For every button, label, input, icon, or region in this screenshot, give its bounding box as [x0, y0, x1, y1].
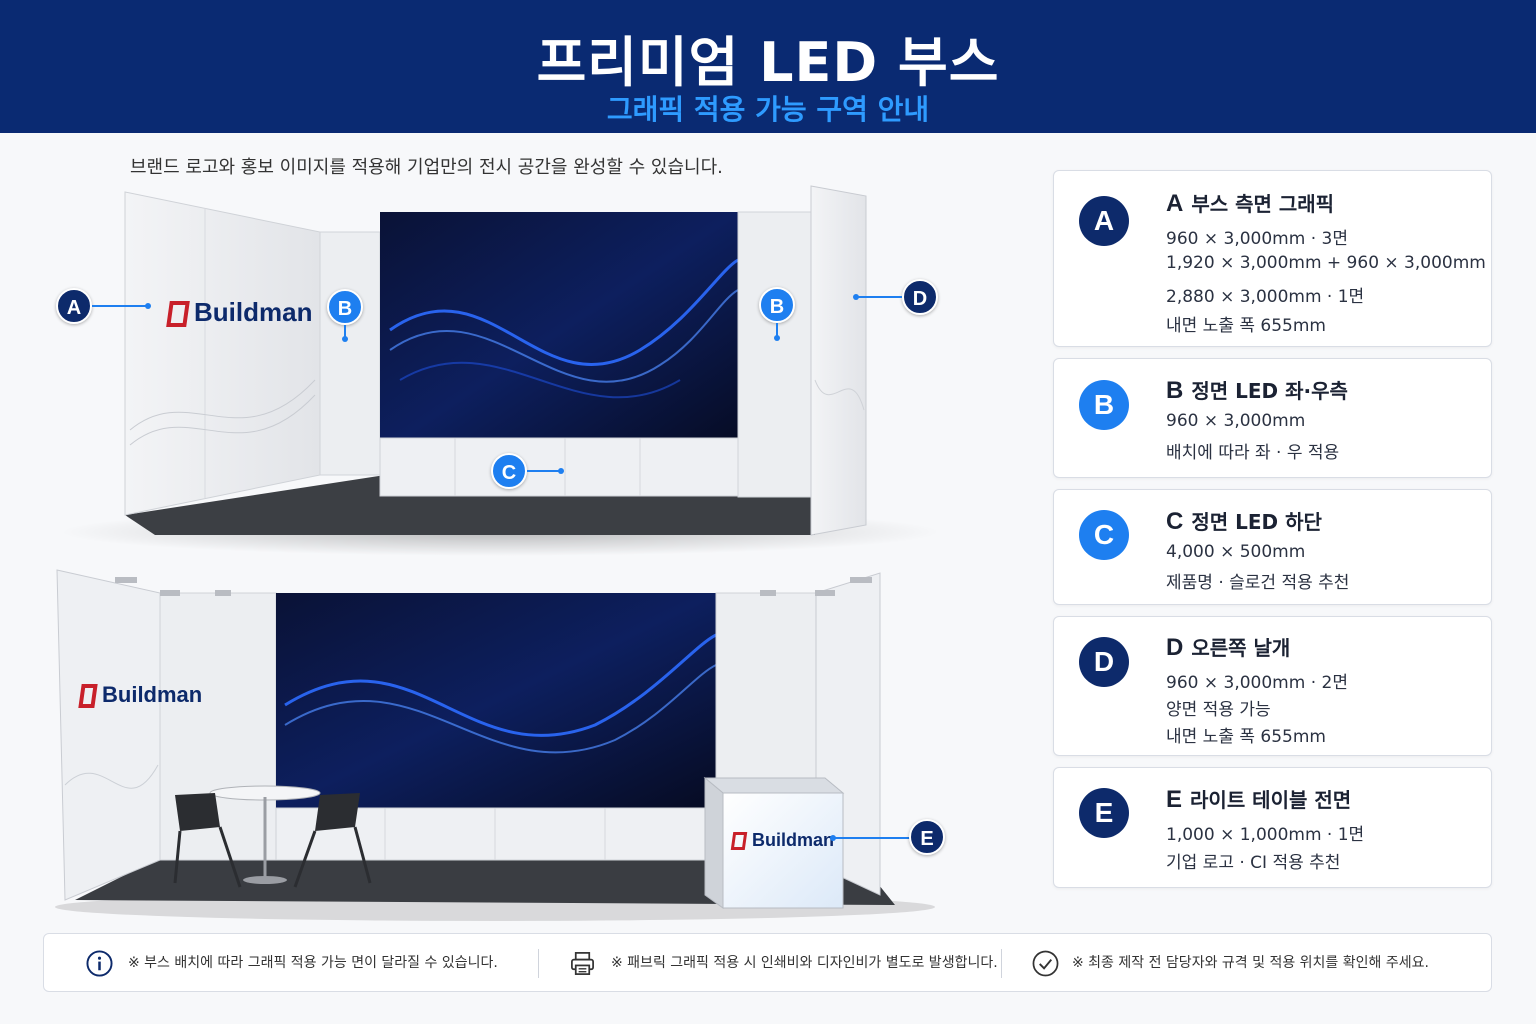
- intro-text: 브랜드 로고와 홍보 이미지를 적용해 기업만의 전시 공간을 완성할 수 있습…: [130, 157, 723, 178]
- footer-note-3: ※ 최종 제작 전 담당자와 규격 및 적용 위치를 확인해 주세요.: [1072, 955, 1429, 971]
- page-subtitle: 그래픽 적용 가능 구역 안내: [606, 93, 930, 126]
- marker-b-right-dot: [774, 335, 780, 341]
- footer-note-2: ※ 패브릭 그래픽 적용 시 인쇄비와 디자인비가 별도로 발생합니다.: [611, 955, 998, 971]
- marker-b-left-leader: [344, 325, 346, 339]
- logo-text: Buildman: [752, 830, 835, 850]
- marker-c-dot: [558, 468, 564, 474]
- brand-logo-bottom-wall: Buildman: [78, 682, 203, 709]
- card-c-badge: C: [1079, 510, 1129, 560]
- card-e-line-2: 기업 로고 · CI 적용 추천: [1166, 853, 1341, 873]
- brand-logo-light-table: Buildman: [730, 830, 835, 851]
- marker-b-left[interactable]: B: [327, 289, 363, 325]
- card-a-badge: A: [1079, 196, 1129, 246]
- marker-d-leader: [857, 296, 902, 298]
- logo-mark-icon: [166, 301, 190, 328]
- card-b-badge: B: [1079, 380, 1129, 430]
- marker-b-right[interactable]: B: [759, 287, 795, 323]
- marker-d[interactable]: D: [902, 279, 938, 315]
- booth-illustration-bottom: [55, 569, 935, 921]
- marker-e-leader: [834, 837, 910, 839]
- marker-b-left-dot: [342, 336, 348, 342]
- marker-a-leader: [92, 305, 147, 307]
- marker-b-right-leader: [776, 323, 778, 337]
- header-banner: 프리미엄 LED 부스 그래픽 적용 가능 구역 안내: [0, 0, 1536, 133]
- card-d-badge: D: [1079, 637, 1129, 687]
- info-icon: [86, 950, 113, 977]
- marker-c[interactable]: C: [491, 453, 527, 489]
- card-e-line-1: 1,000 × 1,000mm · 1면: [1166, 825, 1365, 845]
- card-b-line-1: 960 × 3,000mm: [1166, 411, 1306, 431]
- marker-a[interactable]: A: [56, 288, 92, 324]
- brand-logo-top: Buildman: [166, 297, 313, 328]
- card-a-line-2: 1,920 × 3,000mm + 960 × 3,000mm: [1166, 253, 1486, 273]
- marker-d-dot: [853, 294, 859, 300]
- card-e-badge: E: [1079, 788, 1129, 838]
- printer-icon: [571, 952, 594, 975]
- card-d-line-1: 960 × 3,000mm · 2면: [1166, 673, 1348, 693]
- check-circle-icon: [1032, 950, 1059, 977]
- booth-illustration-top: [60, 185, 940, 556]
- logo-text: Buildman: [102, 682, 203, 707]
- marker-c-leader: [527, 470, 561, 472]
- marker-a-dot: [145, 303, 151, 309]
- footer-divider: [538, 949, 539, 978]
- footer-divider: [1001, 949, 1002, 978]
- logo-text: Buildman: [194, 297, 313, 327]
- footer-notes: ※ 부스 배치에 따라 그래픽 적용 가능 면이 달라질 수 있습니다. ※ 패…: [43, 933, 1492, 992]
- card-b-line-2: 배치에 따라 좌 · 우 적용: [1166, 443, 1340, 463]
- marker-e-dot: [830, 835, 836, 841]
- page-title: 프리미엄 LED 부스: [536, 31, 1000, 94]
- card-a-line-3: 2,880 × 3,000mm · 1면: [1166, 287, 1365, 307]
- card-c-line-2: 제품명 · 슬로건 적용 추천: [1166, 573, 1350, 593]
- logo-mark-icon: [730, 832, 748, 851]
- card-d-line-2: 양면 적용 가능: [1166, 700, 1271, 720]
- logo-mark-icon: [78, 684, 98, 709]
- card-a-line-4: 내면 노출 폭 655mm: [1166, 316, 1326, 336]
- marker-e[interactable]: E: [909, 819, 945, 855]
- card-c-line-1: 4,000 × 500mm: [1166, 542, 1306, 562]
- card-d-line-3: 내면 노출 폭 655mm: [1166, 727, 1326, 747]
- footer-note-1: ※ 부스 배치에 따라 그래픽 적용 가능 면이 달라질 수 있습니다.: [128, 955, 498, 971]
- card-a-line-1: 960 × 3,000mm · 3면: [1166, 229, 1348, 249]
